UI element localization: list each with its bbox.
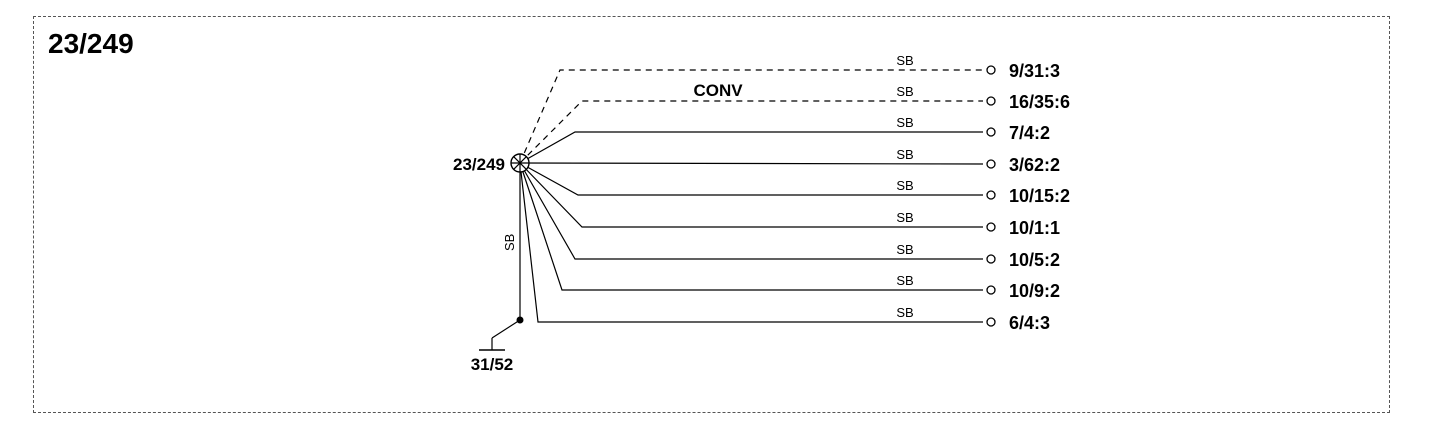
terminal-label: 3/62:2 (1009, 155, 1060, 175)
terminal-pin (986, 285, 996, 295)
wire-w7 (519, 162, 983, 260)
wire-color-label: SB (896, 84, 913, 99)
terminal-label: 6/4:3 (1009, 313, 1050, 333)
ground-label: 31/52 (471, 355, 514, 374)
terminal-pin (986, 65, 996, 75)
terminal-pin (986, 222, 996, 232)
ground-branch (479, 172, 524, 351)
diagram-title: 23/249 (48, 28, 134, 59)
terminal-pin (986, 317, 996, 327)
wire-w2 (519, 100, 983, 164)
diagram-frame (33, 16, 1390, 413)
wire-w1 (519, 69, 983, 164)
wires-layer: SB9/31:3SB16/35:6CONVSB7/4:2SB3/62:2SB10… (519, 53, 1070, 333)
wire-w6 (519, 162, 983, 228)
wire-color-label: SB (896, 115, 913, 130)
wire-w5 (519, 162, 983, 196)
connector-symbol (510, 153, 530, 173)
terminal-pin (986, 96, 996, 106)
wire-color-label: SB (896, 242, 913, 257)
wire-color-label: SB (896, 273, 913, 288)
terminal-pin (986, 159, 996, 169)
terminal-label: 16/35:6 (1009, 92, 1070, 112)
terminal-label: 10/5:2 (1009, 250, 1060, 270)
wire-note-label: CONV (693, 81, 743, 100)
wire-w9 (519, 162, 983, 323)
connector-label: 23/249 (453, 155, 505, 174)
wire-w8 (519, 162, 983, 291)
terminal-label: 7/4:2 (1009, 123, 1050, 143)
wire-color-label: SB (896, 53, 913, 68)
wire-color-label: SB (896, 178, 913, 193)
wire-color-label: SB (896, 305, 913, 320)
terminal-pin (986, 190, 996, 200)
terminal-label: 10/1:1 (1009, 218, 1060, 238)
terminal-pin (986, 127, 996, 137)
wire-w3 (519, 131, 983, 164)
terminal-pin (986, 254, 996, 264)
wire-w4 (519, 162, 984, 165)
wire-color-label: SB (896, 210, 913, 225)
wire-color-label: SB (896, 147, 913, 162)
splice-point (516, 316, 524, 324)
terminal-label: 9/31:3 (1009, 61, 1060, 81)
ground-wire-label: SB (502, 234, 517, 251)
terminal-label: 10/9:2 (1009, 281, 1060, 301)
terminal-label: 10/15:2 (1009, 186, 1070, 206)
